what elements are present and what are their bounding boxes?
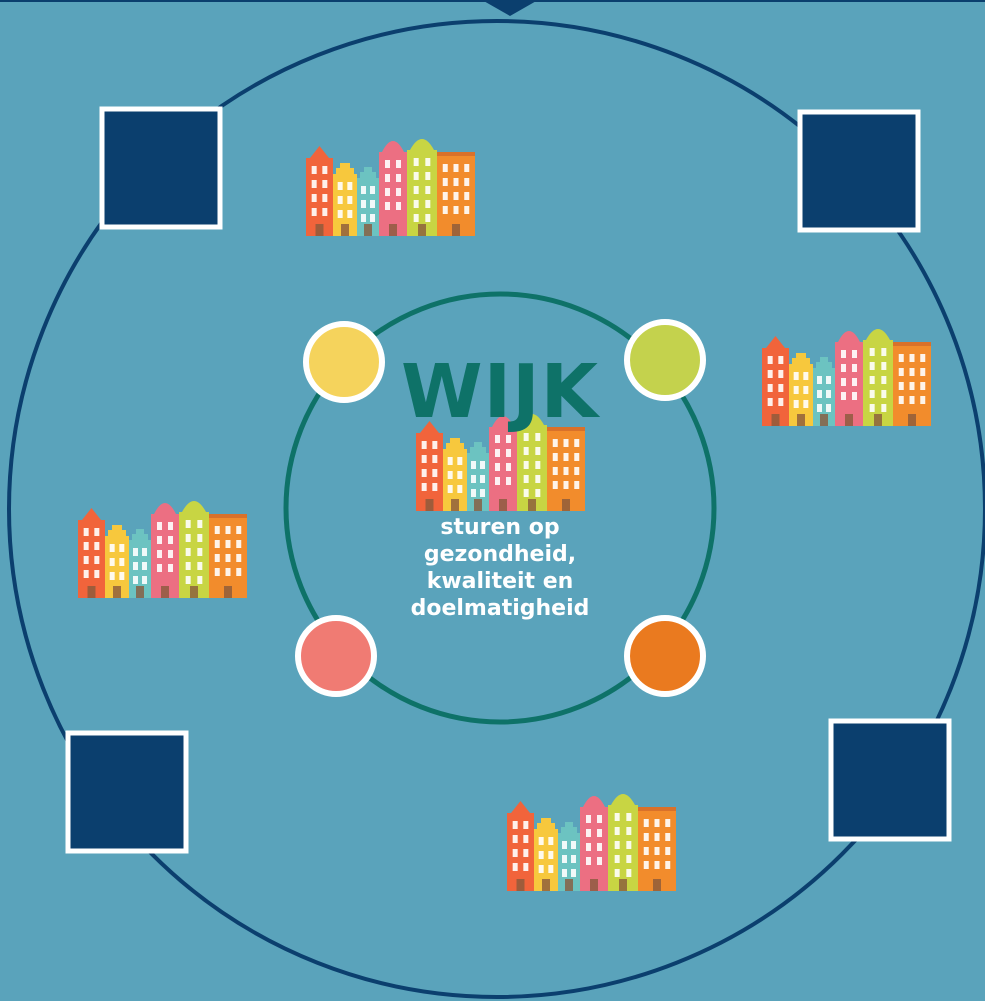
canal-houses-icon: [306, 139, 475, 236]
subtitle-line: kwaliteit en: [426, 569, 574, 594]
outer-ring: [7, 19, 985, 999]
color-dot: [295, 615, 377, 697]
canal-houses-icon: [762, 329, 931, 426]
color-dot: [624, 319, 706, 401]
canal-houses-icon: [507, 794, 676, 891]
center-title: WIJK: [400, 349, 600, 435]
canal-houses-icon: [78, 501, 247, 598]
color-dot: [303, 321, 385, 403]
center-subtitle: sturen op gezondheid, kwaliteit en doelm…: [360, 514, 640, 622]
square-node: [797, 109, 921, 233]
square-node: [828, 718, 952, 842]
canal-houses-icon: [416, 414, 585, 511]
subtitle-line: gezondheid,: [423, 542, 577, 567]
top-pointer-icon: [482, 0, 538, 16]
subtitle-line: sturen op: [440, 515, 560, 540]
square-node: [65, 730, 189, 854]
inner-ring: [283, 291, 717, 725]
color-dot: [624, 615, 706, 697]
square-node: [99, 106, 223, 230]
subtitle-line: doelmatigheid: [410, 596, 590, 621]
